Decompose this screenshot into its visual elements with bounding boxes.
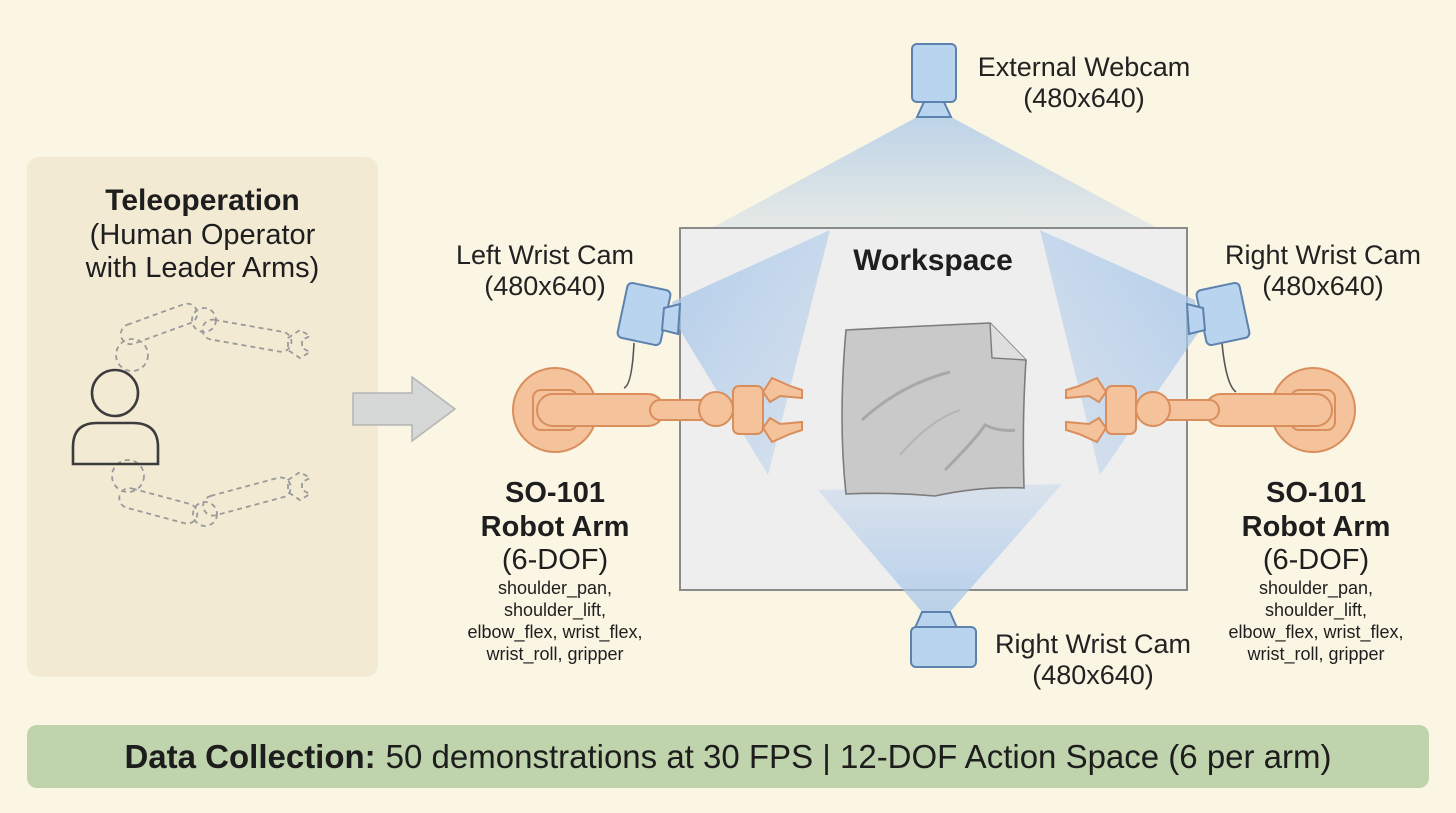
bottom-cam-res: (480x640) [1032,660,1154,691]
teleoperation-label: Teleoperation (Human Operator with Leade… [27,184,378,285]
right-wrist-cam-beam [1040,230,1200,475]
workspace-title: Workspace [853,244,1013,277]
teleoperation-line1: (Human Operator [89,218,316,251]
external-webcam-icon [911,43,957,118]
left-arm-dof: (6-DOF) [501,544,609,577]
left-wrist-cam-icon [616,281,682,389]
left-arm-name1: SO-101 [505,477,605,509]
right-arm-joints3: elbow_flex, wrist_flex, [1228,621,1404,642]
external-webcam-beam [708,117,1161,230]
arrow-right-icon [352,375,457,443]
bottom-cam-name: Right Wrist Cam [994,629,1192,659]
right-wrist-cam-icon [1185,281,1251,393]
left-arm-joints2: shoulder_lift, [503,599,607,620]
bottom-camera-icon [910,611,977,668]
right-wrist-cam-name: Right Wrist Cam [1224,240,1422,270]
data-collection-text: 50 demonstrations at 30 FPS | 12-DOF Act… [385,737,1332,775]
teleoperation-line2: with Leader Arms) [85,251,320,284]
data-collection-banner: Data Collection: 50 demonstrations at 30… [27,725,1429,788]
external-webcam-name: External Webcam [977,52,1191,82]
external-webcam-label: External Webcam (480x640) [962,52,1206,114]
left-arm-joints1: shoulder_pan, [497,577,613,598]
teleoperation-panel [27,157,378,677]
right-robot-arm-icon [1065,367,1356,453]
cloth-icon [841,322,1027,497]
person-icon [71,368,160,466]
external-webcam-res: (480x640) [1023,83,1145,114]
left-wrist-cam-beam [672,230,830,475]
right-arm-joints1: shoulder_pan, [1258,577,1374,598]
right-arm-joints4: wrist_roll, gripper [1247,643,1385,664]
right-arm-joints2: shoulder_lift, [1264,599,1368,620]
left-wrist-cam-res: (480x640) [484,271,606,302]
right-arm-name1: SO-101 [1266,477,1366,509]
left-arm-joints4: wrist_roll, gripper [486,643,624,664]
left-arm-name2: Robot Arm [480,511,630,544]
left-arm-joints3: elbow_flex, wrist_flex, [467,621,643,642]
right-arm-label: SO-101 Robot Arm (6-DOF) shoulder_pan, s… [1201,476,1431,666]
leader-arm-bottom-icon [111,459,312,527]
left-arm-label: SO-101 Robot Arm (6-DOF) shoulder_pan, s… [440,476,670,666]
right-wrist-cam-label: Right Wrist Cam (480x640) [1208,240,1438,302]
left-wrist-cam-label: Left Wrist Cam (480x640) [440,240,650,302]
right-arm-name2: Robot Arm [1241,511,1391,544]
bottom-cam-beam [818,484,1062,612]
right-wrist-cam-res: (480x640) [1262,271,1384,302]
bottom-cam-label: Right Wrist Cam (480x640) [978,629,1208,691]
data-collection-label: Data Collection: [124,737,376,775]
right-arm-dof: (6-DOF) [1262,544,1370,577]
teleoperation-title: Teleoperation [105,184,300,217]
left-wrist-cam-name: Left Wrist Cam [455,240,635,270]
leader-arm-top-icon [115,302,312,372]
left-robot-arm-icon [512,367,803,453]
